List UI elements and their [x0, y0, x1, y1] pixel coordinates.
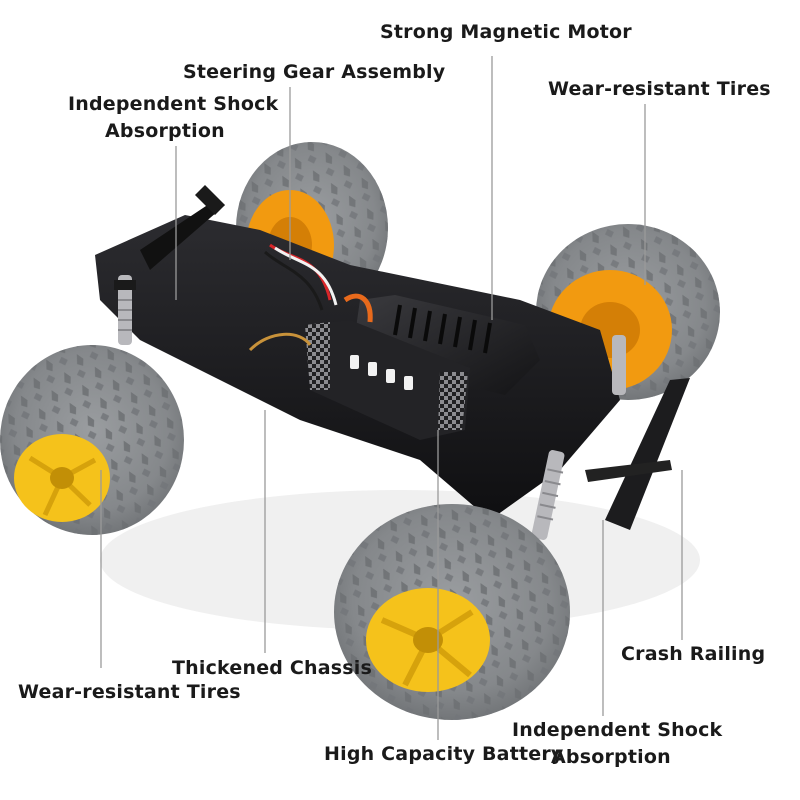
servo-wires — [248, 243, 373, 352]
battery-pack — [305, 320, 470, 440]
wheel-front-right — [334, 504, 570, 720]
label-independent-shock-bottom: Independent Shock Absorption — [512, 717, 722, 771]
label-wear-resistant-tires-right: Wear-resistant Tires — [548, 78, 771, 100]
label-thickened-chassis: Thickened Chassis — [172, 657, 373, 679]
label-strong-magnetic-motor: Strong Magnetic Motor — [380, 21, 632, 43]
label-line: Absorption — [105, 120, 225, 142]
label-wear-resistant-tires-left: Wear-resistant Tires — [18, 681, 241, 703]
label-line: Absorption — [551, 746, 671, 768]
label-steering-gear-assembly: Steering Gear Assembly — [183, 61, 446, 83]
label-high-capacity-battery: High Capacity Battery — [324, 743, 564, 765]
label-independent-shock-top: Independent Shock Absorption — [68, 91, 278, 145]
label-line: Independent Shock — [512, 719, 723, 741]
label-line: Independent Shock — [68, 93, 279, 115]
label-crash-railing: Crash Railing — [621, 643, 766, 665]
wheel-front-left — [0, 345, 184, 535]
leader-lines — [100, 56, 683, 740]
